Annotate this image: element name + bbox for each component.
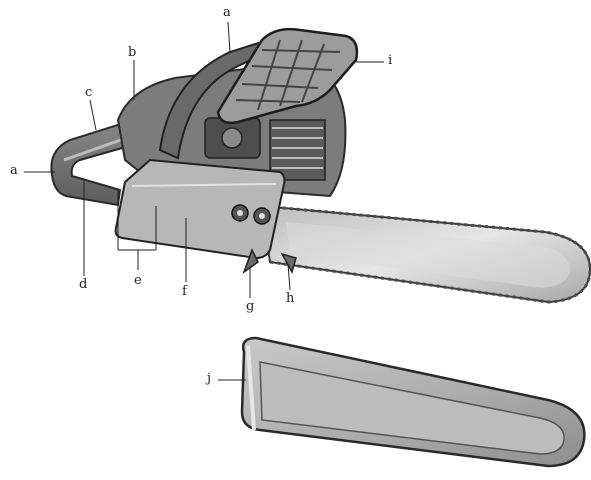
guide-bar [260,204,591,304]
label-h: h [286,291,295,306]
label-i: i [388,53,393,68]
cylinder-fins [269,119,326,181]
leader-lines [24,21,384,381]
label-j: j [207,371,212,386]
bar-cover [240,336,586,468]
label-d: d [79,277,88,292]
hand-guard [216,27,359,125]
label-a-left: a [10,163,18,178]
label-e: e [134,273,142,288]
label-c: c [85,85,93,100]
bucking-spike [242,248,297,275]
sprocket-cover [114,158,286,260]
label-g: g [246,299,255,314]
label-f: f [182,284,187,299]
label-a-top: a [223,5,231,20]
label-b: b [128,45,137,60]
